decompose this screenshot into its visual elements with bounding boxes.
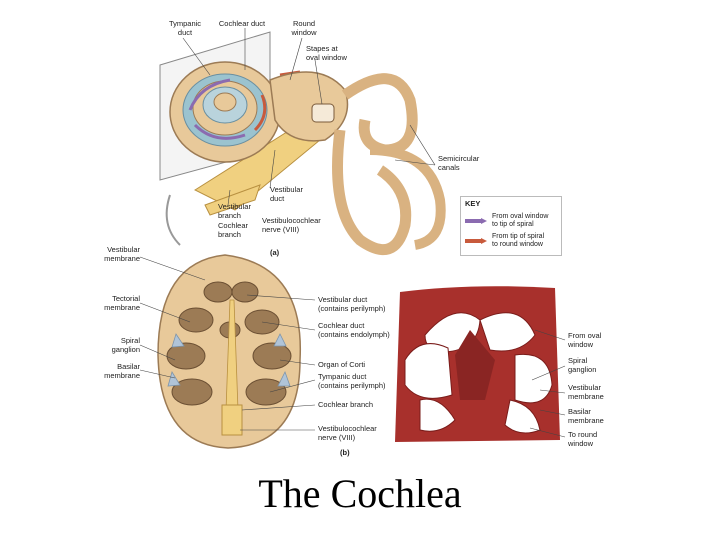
- slide-title: The Cochlea: [258, 471, 462, 516]
- cochlear-nerve: [221, 404, 243, 436]
- label-stapes: Stapes at oval window: [306, 44, 347, 62]
- flow-arrow-purple-1: [188, 78, 231, 111]
- label-tympanic-duct-b: Tympanic duct (contains perilymph): [318, 372, 386, 390]
- label-semicircular-canals: Semicircular canals: [438, 154, 480, 172]
- label-vestibular-membrane-left: Vestibular membrane: [104, 245, 140, 263]
- label-vestibulocochlear-a: Vestibulocochlear nerve (VIII): [262, 216, 321, 234]
- vestibule: [269, 71, 349, 142]
- label-tympanic-duct: Tympanic duct: [168, 19, 202, 37]
- histology-modiolus: [455, 330, 495, 400]
- zoom-arrow: [165, 194, 181, 246]
- histology-micrograph: [395, 286, 560, 442]
- label-vestibular-membrane-right: Vestibular membrane: [568, 383, 604, 401]
- label-vestibulocochlear-b: Vestibulocochlear nerve (VIII): [318, 424, 377, 442]
- cochlea-apex: [213, 92, 237, 112]
- key-item-oval: From oval window to tip of spiral: [465, 213, 561, 231]
- key-item-round-text: From tip of spiral to round window: [492, 233, 545, 248]
- label-round-window: Round window: [291, 19, 317, 37]
- cochlea-cross-section: [157, 254, 302, 449]
- purple-arrow-icon: [465, 218, 487, 224]
- label-spiral-ganglion-left: Spiral ganglion: [111, 336, 140, 354]
- key-item-oval-text: From oval window to tip of spiral: [492, 213, 549, 228]
- label-organ-of-corti: Organ of Corti: [318, 360, 366, 369]
- panel-a-leaders: [182, 28, 436, 206]
- label-vestibular-duct-a: Vestibular duct: [270, 185, 303, 203]
- flow-key: KEY From oval window to tip of spiral Fr…: [460, 196, 562, 256]
- key-title: KEY: [465, 199, 481, 208]
- semicircular-canal-2: [332, 129, 412, 255]
- label-basilar-membrane-right: Basilar membrane: [568, 407, 604, 425]
- flow-arrow-red-1: [253, 94, 267, 132]
- panel-b-label: (b): [340, 448, 350, 457]
- key-item-round: From tip of spiral to round window: [465, 233, 561, 251]
- stapes: [311, 103, 335, 123]
- membrane-highlights: [167, 333, 291, 387]
- label-from-oval-window: From oval window: [568, 331, 602, 349]
- red-arrow-icon: [465, 238, 487, 244]
- flow-arrow-purple-2: [193, 123, 246, 140]
- nerve-bundle-lower: [204, 184, 261, 216]
- label-cochlear-duct-b: Cochlear duct (contains endolymph): [318, 321, 390, 339]
- label-basilar-membrane-left: Basilar membrane: [104, 362, 140, 380]
- label-cochlear-branch-a: Cochlear branch: [218, 221, 249, 239]
- label-vestibular-branch: Vestibular branch: [218, 202, 251, 220]
- semicircular-canal-1: [341, 73, 418, 156]
- inner-ear-illustration: [159, 28, 446, 255]
- label-to-round-window: To round window: [568, 430, 598, 448]
- label-spiral-ganglion-right: Spiral ganglion: [568, 356, 597, 374]
- label-tectorial-membrane: Tectorial membrane: [104, 294, 140, 312]
- semicircular-canal-3: [369, 145, 446, 250]
- label-cochlear-branch-b: Cochlear branch: [318, 400, 374, 409]
- panel-b-leaders: [139, 256, 566, 438]
- label-cochlear-duct: Cochlear duct: [218, 19, 266, 28]
- panel-a-label: (a): [270, 248, 280, 257]
- label-vestibular-duct-b: Vestibular duct (contains perilymph): [318, 295, 386, 313]
